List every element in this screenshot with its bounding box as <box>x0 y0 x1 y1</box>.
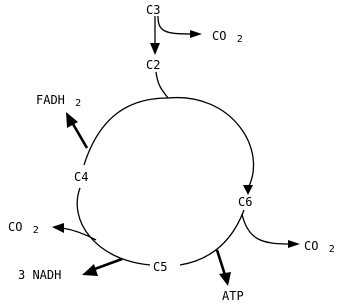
product-co2-left: CO 2 <box>8 220 39 236</box>
c3-to-co2-line <box>157 15 193 35</box>
product-atp: ATP <box>222 289 244 303</box>
c5-to-atp-line <box>215 249 227 276</box>
product-co2-right: CO 2 <box>304 239 335 255</box>
c6-to-co2-line <box>241 213 291 245</box>
arc-c4-to-c2 <box>83 97 169 166</box>
product-fadh2: FADH 2 <box>36 93 81 109</box>
c5-to-nadh-line <box>91 257 123 272</box>
arrowhead-c6-in <box>243 185 253 195</box>
product-co2-top: CO 2 <box>212 29 243 45</box>
arc-c2-to-c6 <box>167 97 255 189</box>
to-co2-left-line <box>61 227 97 241</box>
arrowhead-co2-right <box>288 240 300 248</box>
c3-branch <box>154 15 202 99</box>
node-c5: C5 <box>153 260 167 274</box>
arrowhead-co2-left <box>52 223 64 233</box>
node-c3: C3 <box>146 3 160 17</box>
c2-into-cycle-line <box>155 71 169 99</box>
arrowhead-co2-top <box>190 30 202 38</box>
arc-c5-to-c4 <box>76 187 151 266</box>
arrowhead-fadh2 <box>66 112 78 128</box>
product-nadh: 3 NADH <box>18 268 61 282</box>
cycle-ring <box>76 97 255 266</box>
node-c6: C6 <box>238 195 252 209</box>
node-c4: C4 <box>74 170 88 184</box>
arrowhead-nadh <box>82 264 98 276</box>
arrowhead-atp <box>219 272 231 286</box>
node-c2: C2 <box>146 58 160 72</box>
arrowhead-c2-in <box>150 43 160 55</box>
arc-c6-to-c5 <box>179 209 245 266</box>
c4-to-fadh2-line <box>71 123 89 149</box>
